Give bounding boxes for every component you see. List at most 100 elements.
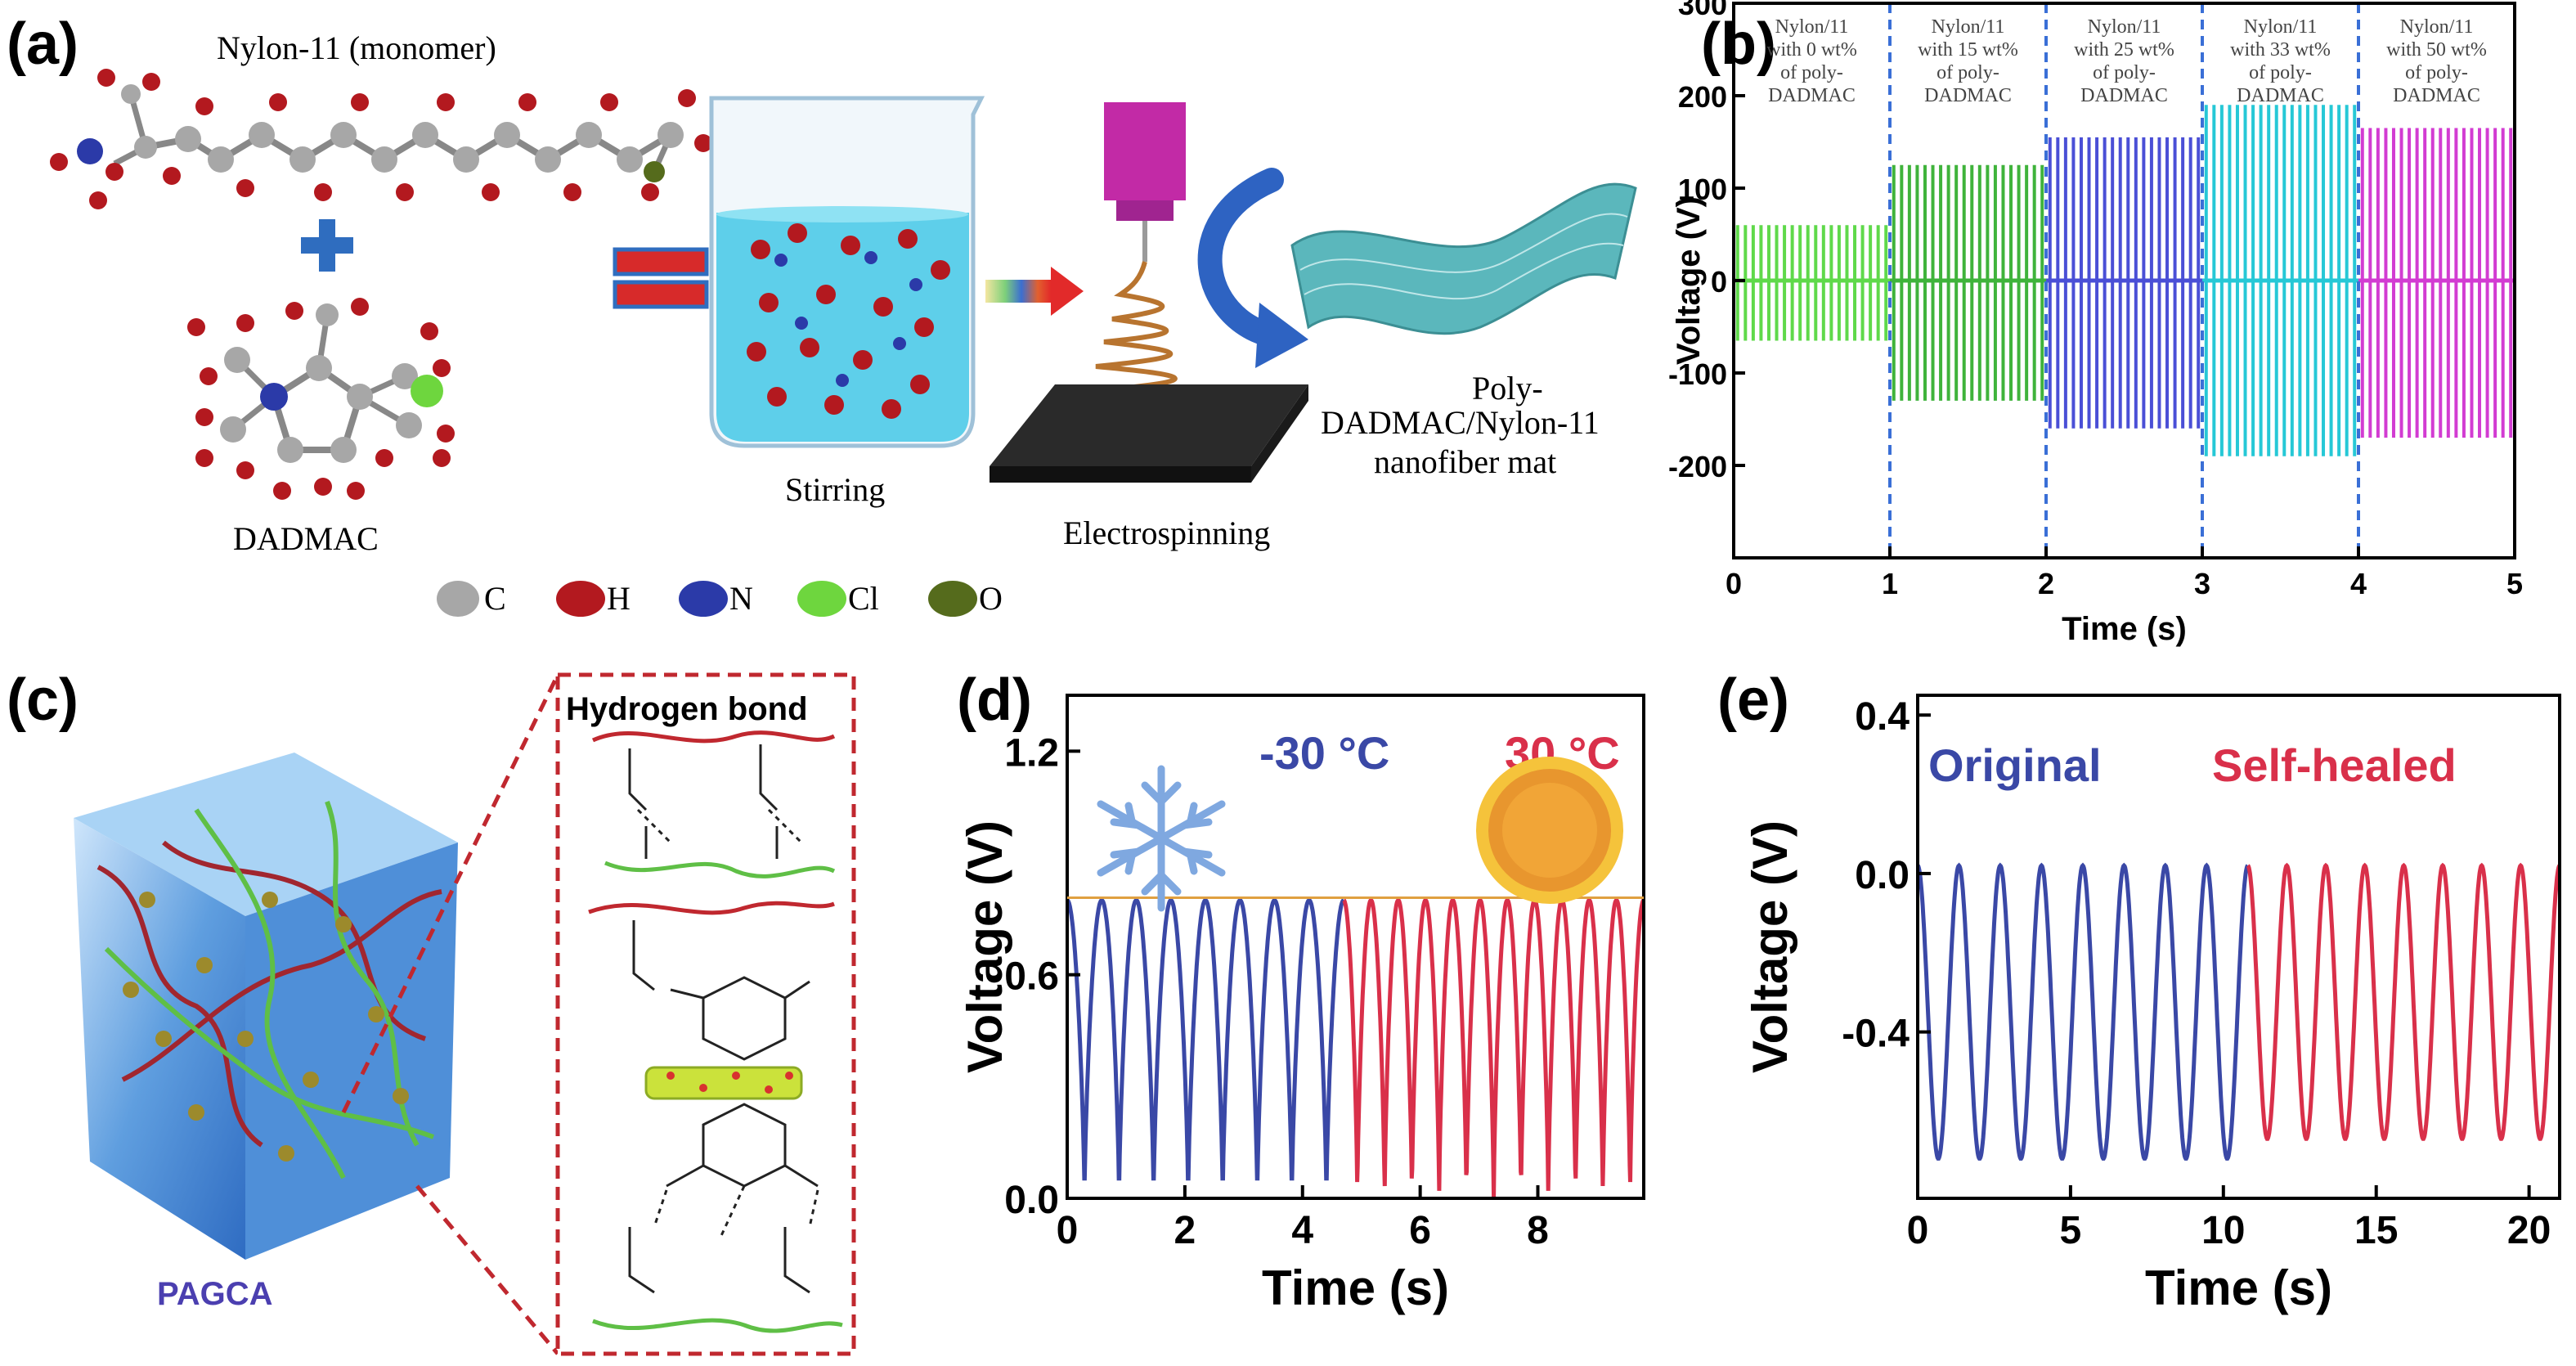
legend-label-cl: Cl	[848, 580, 879, 617]
panel-d-label: (d)	[957, 667, 1032, 733]
x-axis-label: Time (s)	[2062, 611, 2187, 647]
y-tick-label: 0.4	[1855, 695, 1910, 739]
panel-c-schematic: (c) PAGCA Hydrogen bond	[7, 667, 856, 1356]
stirring-label: Stirring	[785, 471, 885, 508]
y-tick-label: 0.0	[1855, 854, 1910, 897]
x-tick-label: 0	[1057, 1209, 1079, 1252]
x-tick-label: 1	[1882, 567, 1898, 600]
segment-label-0-3: DADMAC	[1768, 85, 1856, 106]
x-tick-label: 0	[1907, 1209, 1929, 1252]
nylon-molecule	[50, 69, 712, 209]
segment-label-1-1: with 15 wt%	[1918, 39, 2018, 61]
segment-label-4-2: of poly-	[2405, 62, 2468, 83]
y-tick-label: 1.2	[1004, 731, 1059, 775]
segment-label-4-1: with 50 wt%	[2386, 39, 2487, 61]
x-tick-label: 0	[1726, 567, 1742, 600]
series-line-0	[1066, 897, 1345, 1181]
series-segment-3	[2202, 105, 2358, 456]
legend-swatch-h	[556, 581, 605, 617]
y-tick-label: 0.6	[1004, 955, 1059, 999]
mat-label-line-1: Poly-	[1472, 370, 1543, 407]
electrospinning-icon	[990, 102, 1308, 483]
process-arrow-icon	[985, 267, 1084, 316]
x-tick-label: 3	[2194, 567, 2210, 600]
segment-label-0-0: Nylon/11	[1775, 16, 1849, 38]
beaker-icon	[709, 96, 985, 448]
x-tick-label: 15	[2354, 1209, 2398, 1252]
x-axis-label: Time (s)	[2145, 1260, 2332, 1315]
segment-label-1-3: DADMAC	[1924, 85, 2012, 106]
sun-icon	[1476, 757, 1623, 904]
equals-icon	[613, 247, 709, 309]
series-line-1	[1342, 897, 1645, 1199]
x-tick-label: 8	[1527, 1209, 1549, 1252]
segment-label-4-3: DADMAC	[2393, 85, 2480, 106]
segment-label-2-1: with 25 wt%	[2074, 39, 2174, 61]
series-line-0	[1916, 862, 2250, 1161]
legend-label-c: C	[484, 580, 506, 617]
segment-label-4-0: Nylon/11	[2400, 16, 2474, 38]
atom-legend: C H N Cl O	[437, 580, 1003, 617]
series-segment-0	[1734, 225, 1890, 341]
hydrogel-cube-icon	[74, 753, 458, 1260]
legend-self-healed: Self-healed	[2212, 739, 2457, 791]
electrospinning-label: Electrospinning	[1063, 514, 1270, 551]
panel-c-label: (c)	[7, 667, 79, 733]
segment-label-3-1: with 33 wt%	[2230, 39, 2331, 61]
snowflake-icon	[1097, 765, 1226, 912]
pagca-label: PAGCA	[157, 1276, 272, 1312]
legend-swatch-cl	[797, 581, 846, 617]
y-tick-label: 200	[1678, 80, 1727, 114]
legend-original: Original	[1928, 739, 2102, 791]
y-tick-label: 0	[1711, 265, 1727, 299]
y-axis-label: Voltage (V)	[1671, 196, 1707, 365]
x-tick-label: 2	[2038, 567, 2054, 600]
panel-b-label: (b)	[1701, 11, 1776, 77]
plus-icon	[301, 219, 353, 272]
x-tick-label: 4	[2350, 567, 2367, 600]
y-tick-label: -0.4	[1842, 1013, 1910, 1056]
curved-arrow-icon	[1197, 168, 1308, 368]
segment-label-2-2: of poly-	[2093, 62, 2156, 83]
legend-label-h: H	[607, 580, 631, 617]
y-tick-label: 0.0	[1004, 1179, 1059, 1222]
x-tick-label: 4	[1291, 1209, 1313, 1252]
segment-label-1-0: Nylon/11	[1932, 16, 2005, 38]
panel-e-label: (e)	[1717, 667, 1789, 733]
legend-swatch-o	[928, 581, 977, 617]
dadmac-label: DADMAC	[233, 520, 379, 557]
segment-label-3-3: DADMAC	[2237, 85, 2324, 106]
annotation-cold: -30 °C	[1259, 727, 1389, 779]
legend-label-o: O	[979, 580, 1003, 617]
nylon-monomer-label: Nylon-11 (monomer)	[217, 29, 496, 66]
x-axis-label: Time (s)	[1262, 1260, 1449, 1315]
segment-label-3-2: of poly-	[2249, 62, 2312, 83]
legend-swatch-n	[679, 581, 728, 617]
legend-swatch-c	[437, 581, 479, 617]
x-tick-label: 5	[2060, 1209, 2082, 1252]
y-axis-label: Voltage (V)	[958, 820, 1012, 1073]
hydrogen-bond-structures	[588, 730, 843, 1333]
y-axis-label: Voltage (V)	[1743, 820, 1797, 1073]
mat-label-line-2: DADMAC/Nylon-11	[1321, 404, 1600, 441]
x-tick-label: 6	[1409, 1209, 1431, 1252]
x-tick-label: 10	[2201, 1209, 2245, 1252]
hydrogen-bond-title: Hydrogen bond	[566, 691, 808, 727]
plot-frame	[1066, 694, 1645, 1200]
series-segment-4	[2358, 128, 2515, 438]
series-segment-2	[2046, 137, 2202, 429]
panel-a-label: (a)	[7, 11, 79, 77]
legend-label-n: N	[729, 580, 753, 617]
segment-label-0-1: with 0 wt%	[1766, 39, 1857, 61]
y-tick-label: 100	[1678, 173, 1727, 206]
series-segment-1	[1890, 164, 2046, 401]
segment-label-3-0: Nylon/11	[2244, 16, 2318, 38]
series-line-1	[2246, 862, 2561, 1141]
segment-label-2-3: DADMAC	[2080, 85, 2168, 106]
zoom-lines	[341, 673, 560, 1355]
y-tick-label: 300	[1678, 0, 1727, 21]
x-tick-label: 5	[2506, 567, 2523, 600]
